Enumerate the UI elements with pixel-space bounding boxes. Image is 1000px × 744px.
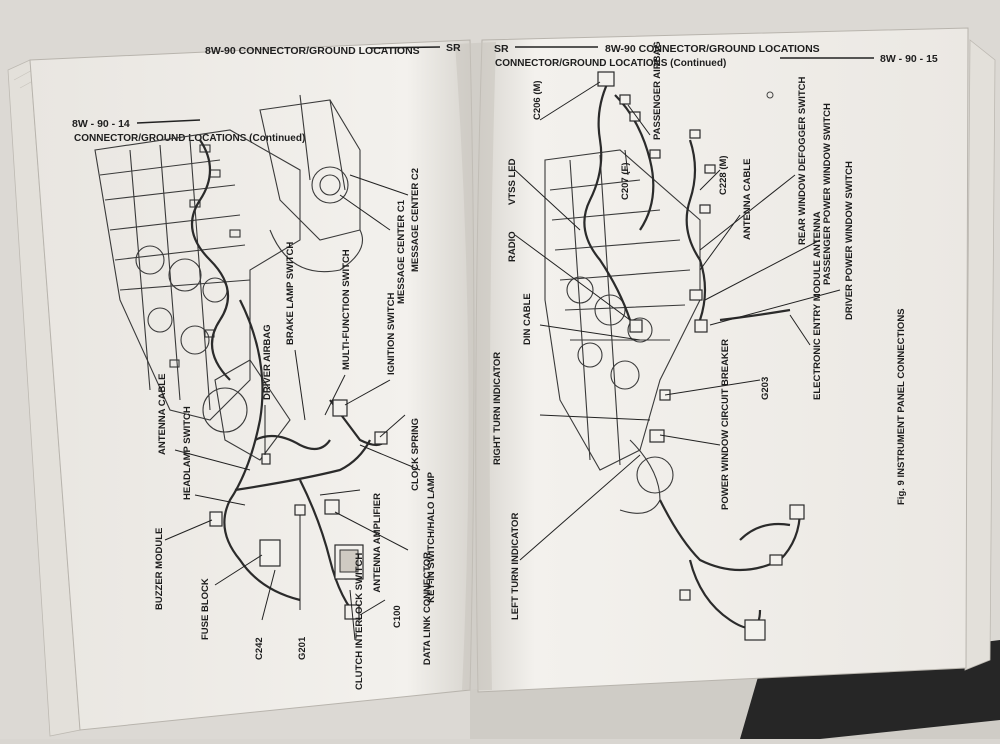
label-passenger-power-window: PASSENGER POWER WINDOW SWITCH (822, 103, 833, 285)
left-section-title: CONNECTOR/GROUND LOCATIONS (Continued) (74, 133, 305, 144)
label-buzzer-module: BUZZER MODULE (154, 528, 165, 610)
left-labels: MESSAGE CENTER C2 MESSAGE CENTER C1 BRAK… (154, 168, 437, 690)
left-diagram (94, 94, 388, 621)
label-vtss-led: VTSS LED (507, 158, 518, 205)
label-electronic-entry-antenna: ELECTRONIC ENTRY MODULE ANTENNA (812, 211, 823, 400)
right-section-code: SR (494, 43, 509, 55)
label-antenna-cable: ANTENNA CABLE (157, 374, 168, 455)
label-multi-function-switch: MULTI-FUNCTION SWITCH (341, 249, 352, 370)
right-page-stack (964, 39, 996, 671)
label-c228: C228 (M) (718, 155, 729, 195)
label-g203: G203 (760, 377, 771, 400)
right-running-header: 8W-90 CONNECTOR/GROUND LOCATIONS (605, 43, 820, 55)
right-labels: C206 (M) PASSENGER AIRBAG C207 (F) C228 … (492, 41, 907, 620)
label-driver-power-window: DRIVER POWER WINDOW SWITCH (844, 161, 855, 320)
label-antenna-amplifier: ANTENNA AMPLIFIER (372, 493, 383, 593)
label-c100: C100 (392, 605, 403, 628)
right-page-number: 8W - 90 - 15 (880, 53, 938, 65)
label-c207: C207 (F) (620, 163, 631, 200)
right-diagram (544, 71, 805, 641)
figure-caption: Fig. 9 INSTRUMENT PANEL CONNECTIONS (896, 308, 907, 505)
gutter-shadow (455, 42, 496, 690)
label-message-center-c2: MESSAGE CENTER C2 (410, 168, 421, 272)
left-section-code: SR (446, 42, 461, 54)
label-right-turn-indicator: RIGHT TURN INDICATOR (492, 352, 503, 465)
label-din-cable: DIN CABLE (522, 293, 533, 345)
label-antenna-cable-right: ANTENNA CABLE (742, 159, 753, 240)
right-section-title: CONNECTOR/GROUND LOCATIONS (Continued) (495, 58, 726, 69)
left-page-number: 8W - 90 - 14 (72, 118, 130, 130)
label-data-link-connector: DATA LINK CONNECTOR (422, 552, 433, 665)
left-leaders (164, 174, 421, 641)
label-fuse-block: FUSE BLOCK (200, 578, 211, 640)
label-headlamp-switch: HEADLAMP SWITCH (182, 406, 193, 500)
label-clutch-interlock-switch: CLUTCH INTERLOCK SWITCH (354, 553, 365, 690)
right-leaders (514, 81, 841, 561)
label-brake-lamp-switch: BRAKE LAMP SWITCH (285, 242, 296, 345)
label-rear-window-defogger: REAR WINDOW DEFOGGER SWITCH (797, 77, 808, 245)
left-header: 8W-90 CONNECTOR/GROUND LOCATIONS SR 8W -… (72, 42, 461, 144)
label-c242: C242 (254, 637, 265, 660)
label-message-center-c1: MESSAGE CENTER C1 (396, 199, 407, 304)
label-clock-spring: CLOCK SPRING (410, 418, 421, 491)
left-running-header: 8W-90 CONNECTOR/GROUND LOCATIONS (205, 45, 420, 57)
label-left-turn-indicator: LEFT TURN INDICATOR (510, 513, 521, 620)
label-g201: G201 (297, 636, 308, 660)
label-key-in-switch: KEY-IN SWITCH/HALO LAMP (426, 471, 437, 603)
label-passenger-airbag: PASSENGER AIRBAG (652, 41, 663, 140)
label-power-window-breaker: POWER WINDOW CIRCUIT BREAKER (720, 339, 731, 510)
label-radio: RADIO (507, 231, 518, 262)
right-header: 8W-90 CONNECTOR/GROUND LOCATIONS SR CONN… (494, 43, 938, 69)
label-c206: C206 (M) (532, 80, 543, 120)
label-driver-airbag: DRIVER AIRBAG (262, 324, 273, 400)
label-ignition-switch: IGNITION SWITCH (386, 293, 397, 375)
